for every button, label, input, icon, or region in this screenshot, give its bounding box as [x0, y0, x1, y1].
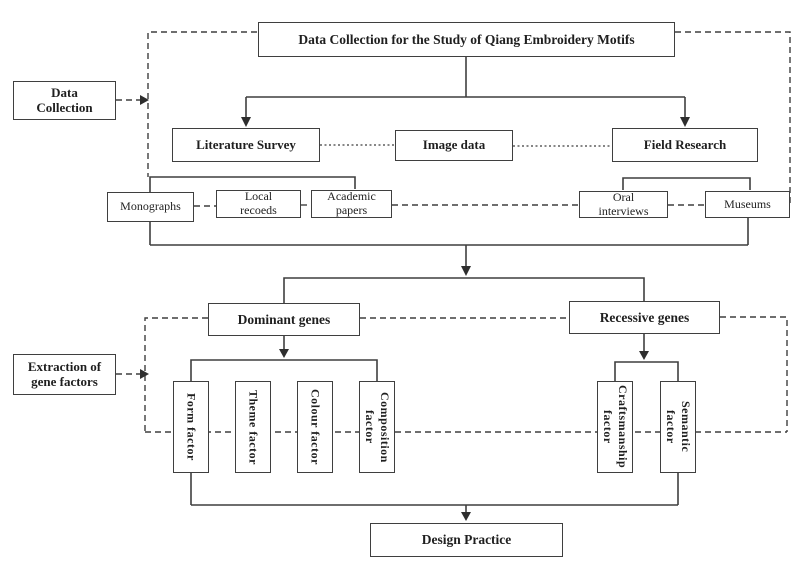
dotted-links: [320, 144, 612, 147]
data-collection-arrow: [116, 95, 149, 105]
extraction-arrow: [116, 369, 149, 379]
field-sources-bracket: [622, 177, 751, 190]
stage-label-extraction: Extraction of gene factors: [13, 354, 116, 395]
oral-interviews-box: Oral interviews: [579, 190, 668, 218]
image-data-box: Image data: [395, 130, 513, 161]
theme-factor-box: Theme factor: [235, 381, 271, 473]
academic-papers-box: Academic papers: [311, 189, 392, 218]
design-practice-box: Design Practice: [370, 523, 563, 557]
literature-sources-bracket: [149, 176, 356, 192]
dominant-genes-box: Dominant genes: [208, 303, 360, 336]
sources-dashed-links: [194, 204, 705, 207]
stage-label-data-collection: Data Collection: [13, 81, 116, 120]
recessive-genes-box: Recessive genes: [569, 301, 720, 334]
dominant-branch: [190, 336, 378, 381]
dashed-frame: [144, 31, 791, 433]
title-branch: [241, 57, 690, 127]
museums-box: Museums: [705, 191, 790, 218]
local-records-box: Local recoeds: [216, 189, 301, 218]
title-box: Data Collection for the Study of Qiang E…: [258, 22, 675, 57]
design-collector: [190, 473, 679, 521]
colour-factor-box: Colour factor: [297, 381, 333, 473]
monographs-box: Monographs: [107, 192, 194, 222]
literature-survey-box: Literature Survey: [172, 128, 320, 162]
form-factor-box: Form factor: [173, 381, 209, 473]
semantic-factor-box: Semantic factor: [660, 381, 696, 473]
sources-collector: [149, 218, 749, 303]
field-research-box: Field Research: [612, 128, 758, 162]
composition-factor-box: Composition factor: [359, 381, 395, 473]
craftsmanship-factor-box: Craftsmanship factor: [597, 381, 633, 473]
recessive-branch: [614, 334, 679, 381]
